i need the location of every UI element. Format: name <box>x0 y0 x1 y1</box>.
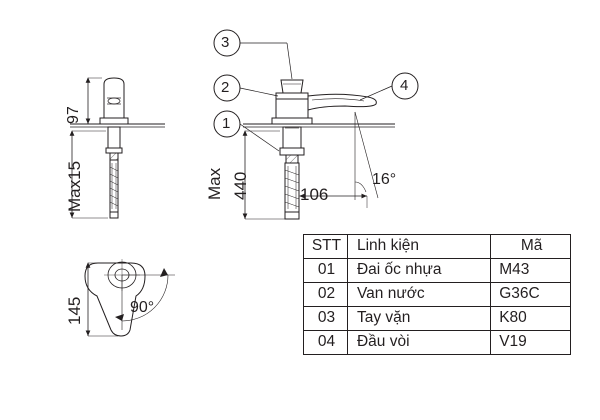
plan-view <box>84 259 175 337</box>
row-4-stt: 04 <box>303 330 348 355</box>
table-row: 02 Van nước G36C <box>303 282 571 307</box>
table-row: 04 Đầu vòi V19 <box>303 330 571 355</box>
main-view-reach-dim: 106 <box>300 185 329 204</box>
main-elevation-view <box>213 29 419 220</box>
table-header-row: STT Linh kiện Mã <box>303 234 571 259</box>
row-4-code: V19 <box>490 330 571 355</box>
row-1-name: Đai ốc nhựa <box>346 258 492 283</box>
left-view-max-dim: Max15 <box>65 160 84 212</box>
header-stt: STT <box>303 234 348 259</box>
row-3-name: Tay vặn <box>346 306 492 331</box>
row-2-stt: 02 <box>303 282 348 307</box>
row-4-name: Đầu vòi <box>346 330 492 355</box>
parts-table: STT Linh kiện Mã 01 Đai ốc nhựa M43 02 V… <box>303 234 571 355</box>
row-3-stt: 03 <box>303 306 348 331</box>
row-1-code: M43 <box>490 258 571 283</box>
table-row: 01 Đai ốc nhựa M43 <box>303 258 571 283</box>
main-view-length-dim: 440 <box>231 171 250 200</box>
main-view-angle-dim: 16° <box>372 171 397 188</box>
callout-1-label[interactable]: 1 <box>222 115 231 132</box>
row-2-name: Van nước <box>346 282 492 307</box>
row-3-code: K80 <box>490 306 571 331</box>
callout-2-label[interactable]: 2 <box>221 79 230 96</box>
plan-view-length-dim: 145 <box>65 296 84 325</box>
header-ma: Mã <box>490 234 571 259</box>
header-linh-kien: Linh kiện <box>346 234 492 259</box>
row-1-stt: 01 <box>303 258 348 283</box>
left-view-height-dim: 97 <box>65 106 82 124</box>
left-elevation-view <box>69 77 165 219</box>
main-view-max-label: Max <box>205 167 224 200</box>
row-2-code: G36C <box>490 282 571 307</box>
plan-view-angle-dim: 90° <box>130 299 155 316</box>
callout-3-label[interactable]: 3 <box>221 34 230 51</box>
callout-4-label[interactable]: 4 <box>400 77 409 94</box>
table-row: 03 Tay vặn K80 <box>303 306 571 331</box>
